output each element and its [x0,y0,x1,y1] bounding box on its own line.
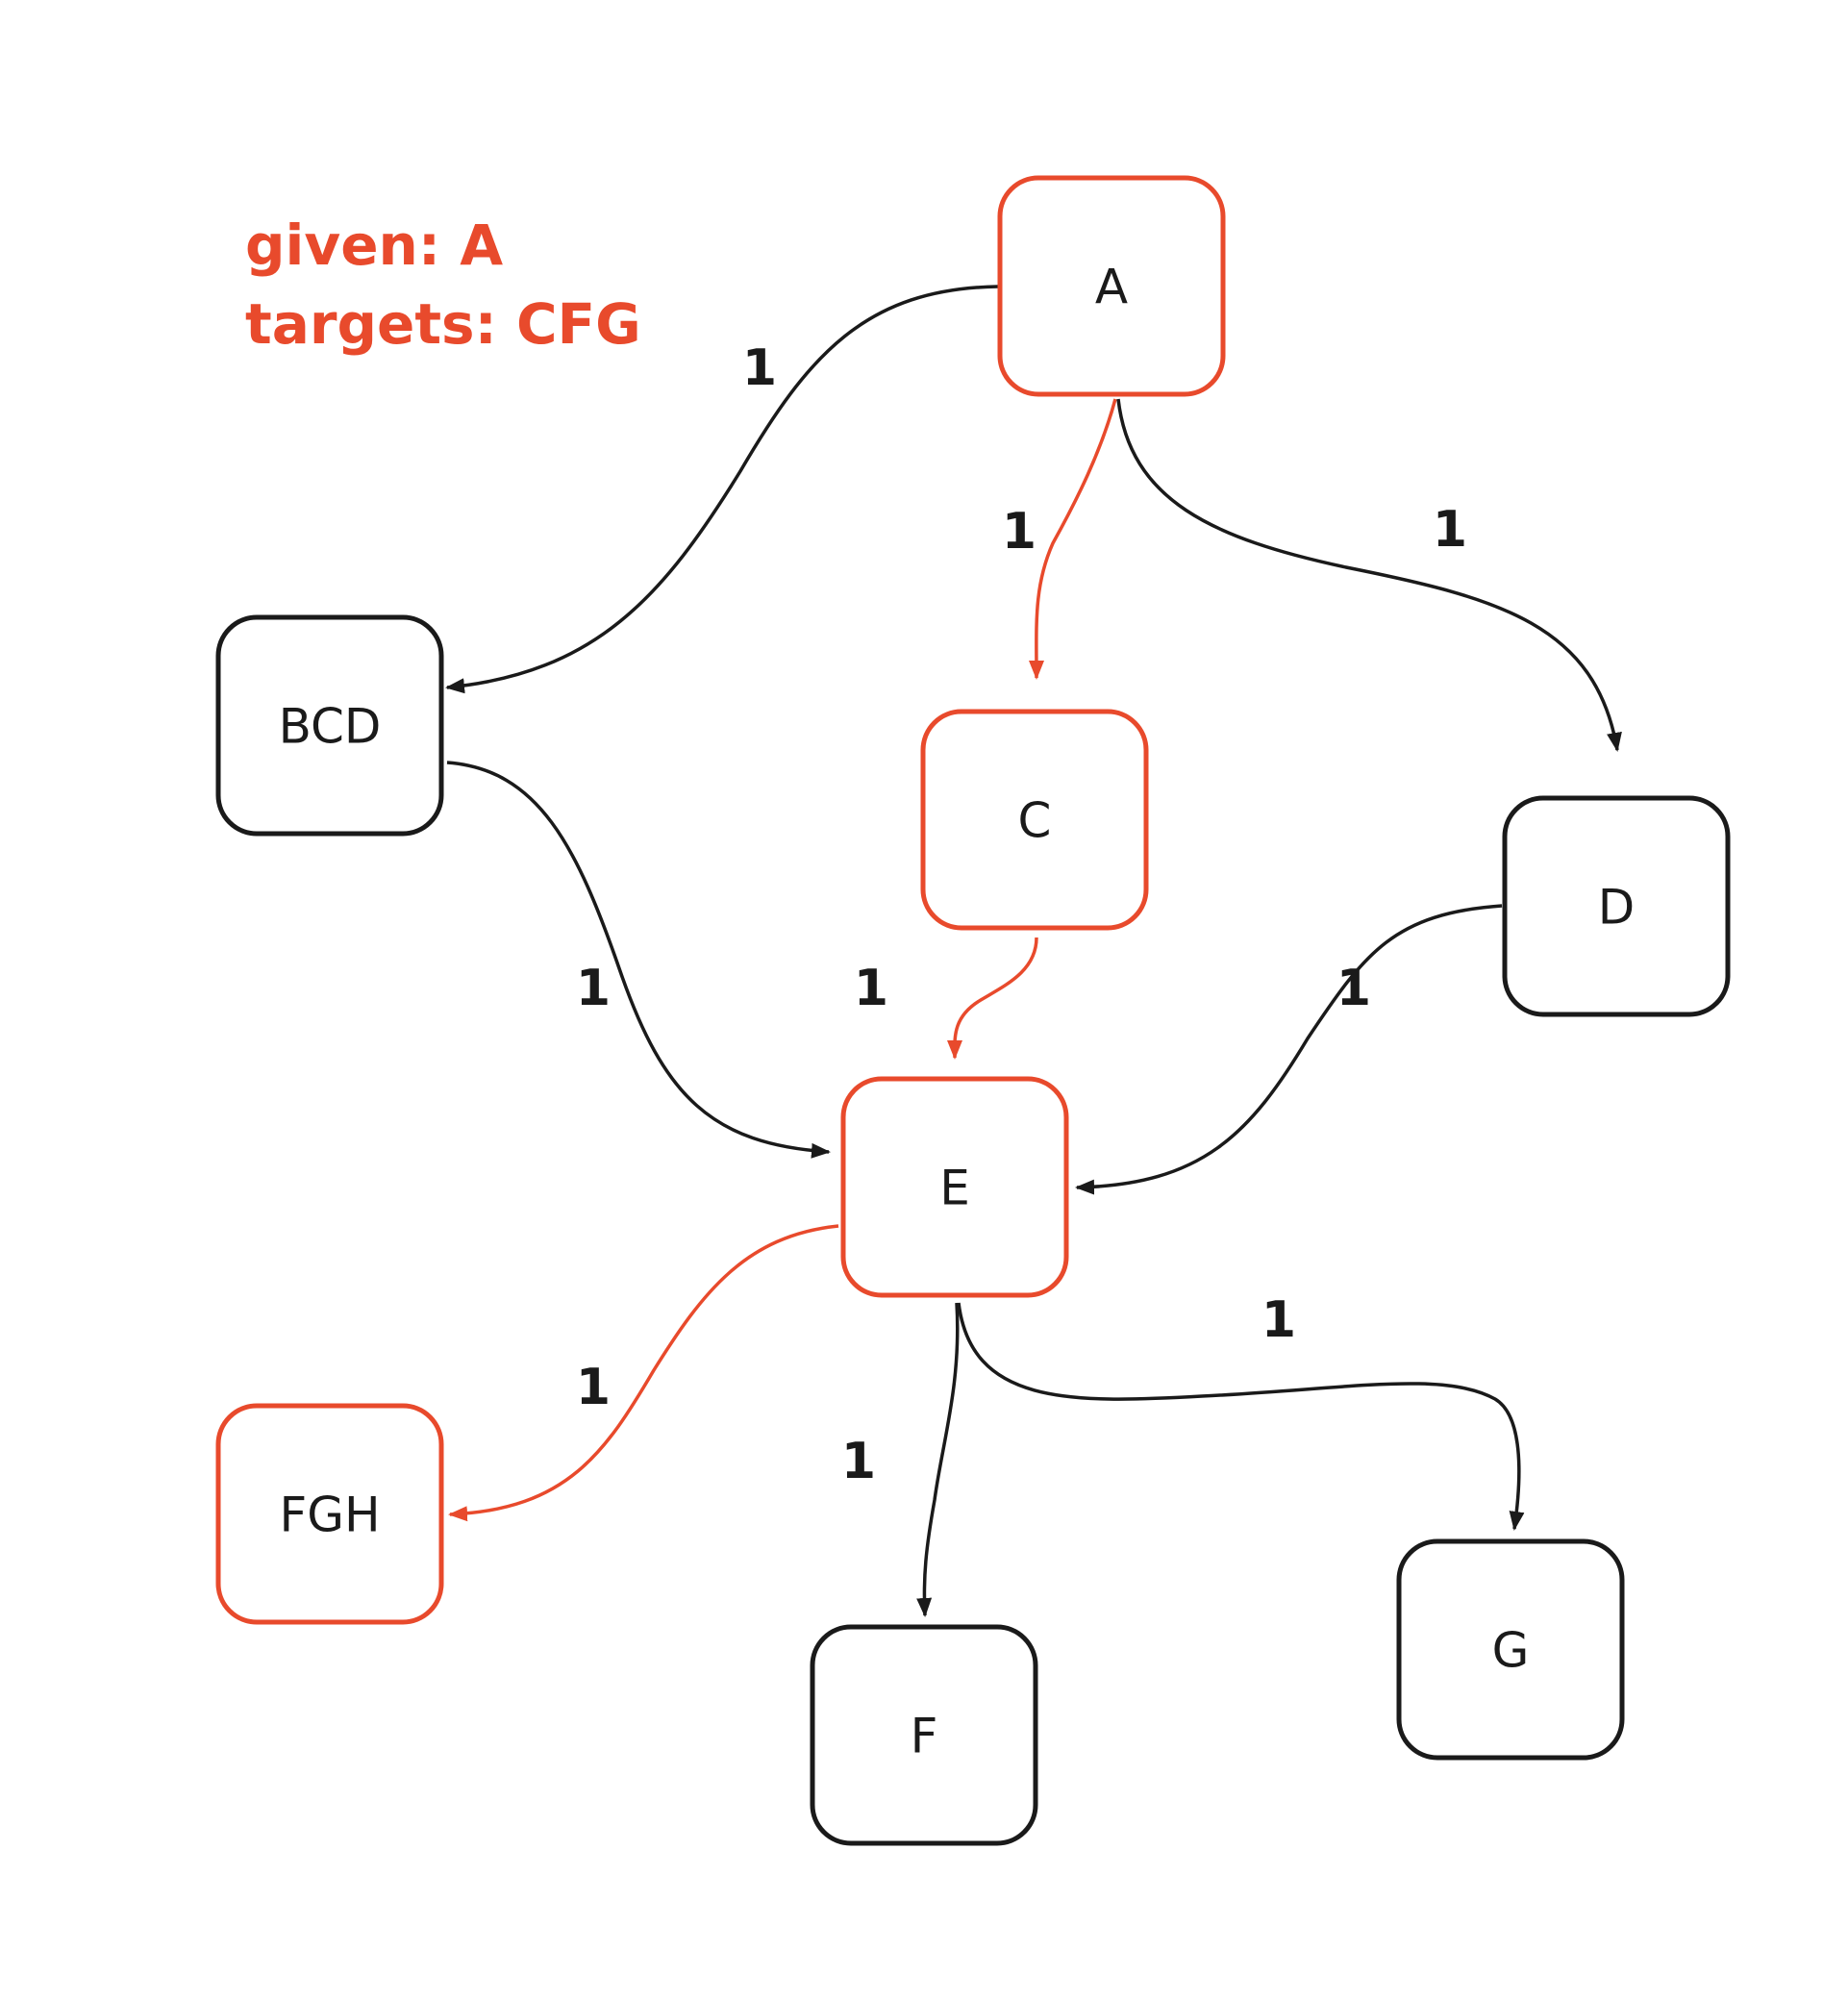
edge-weight-label: 1 [742,339,777,397]
node-g[interactable]: G [1396,1538,1625,1761]
edge-a-to-d [1116,398,1622,752]
node-f[interactable]: F [810,1624,1038,1846]
node-label: E [939,1161,970,1216]
legend-given: given: A [245,212,503,278]
node-d[interactable]: D [1502,795,1731,1017]
edge-weight-label: 1 [841,1433,876,1490]
edge-e-to-f [916,1302,960,1617]
node-e[interactable]: E [840,1076,1069,1298]
edges-layer [445,285,1622,1617]
node-box [1502,795,1731,1017]
edge-weight-label: 1 [576,1359,611,1416]
edge-a-to-bcd [445,285,999,694]
edge-a-to-c [1028,398,1117,680]
edge-d-to-e [1075,904,1503,1195]
nodes-layer: A BCD C D E FGH F G [215,175,1731,1846]
node-label: D [1598,880,1636,936]
node-c[interactable]: C [920,709,1149,931]
node-box [215,614,444,837]
edge-weight-label: 1 [1002,503,1036,561]
node-label: A [1095,260,1128,315]
node-box [215,1403,444,1625]
legend-targets: targets: CFG [245,291,641,357]
edge-bcd-to-e [446,761,831,1159]
node-label: BCD [279,699,382,755]
edge-e-to-g [957,1302,1525,1531]
node-bcd[interactable]: BCD [215,614,444,837]
node-box [920,709,1149,931]
edge-weight-label: 1 [1261,1291,1296,1349]
edge-weight-label: 1 [1336,960,1371,1017]
edge-weight-label: 1 [576,960,611,1017]
node-box [810,1624,1038,1846]
edge-e-to-fgh [448,1224,839,1522]
node-box [840,1076,1069,1298]
node-label: C [1018,793,1052,849]
edge-c-to-e [946,937,1038,1060]
edge-weight-label: 1 [1433,501,1467,559]
node-a[interactable]: A [997,175,1226,397]
node-box [1396,1538,1625,1761]
node-fgh[interactable]: FGH [215,1403,444,1625]
node-label: F [911,1709,938,1764]
edge-weight-label: 1 [854,960,888,1017]
edge-labels-layer: 1 1 1 1 1 1 1 1 1 [576,339,1467,1490]
node-label: G [1492,1623,1530,1679]
legend: given: A targets: CFG [245,212,641,357]
node-label: FGH [279,1488,380,1543]
node-box [997,175,1226,397]
